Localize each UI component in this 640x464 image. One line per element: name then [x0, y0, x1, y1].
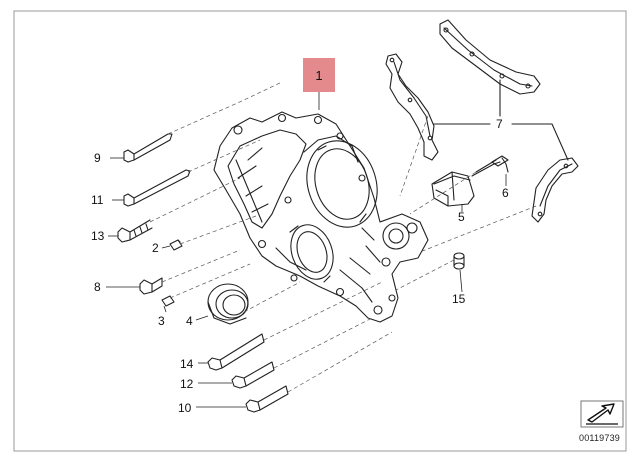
- bolt-14: [207, 333, 265, 371]
- radial-seal: [207, 283, 249, 325]
- callout-8[interactable]: 8: [94, 280, 101, 294]
- bolt-8: [139, 277, 163, 295]
- gasket-set: [385, 19, 579, 223]
- callout-3[interactable]: 3: [158, 314, 165, 328]
- arrow-box-icon[interactable]: [580, 400, 624, 428]
- pin-2: [169, 239, 183, 251]
- callout-11[interactable]: 11: [91, 193, 104, 207]
- callout-9[interactable]: 9: [94, 151, 101, 165]
- callout-4[interactable]: 4: [186, 314, 193, 328]
- callout-6[interactable]: 6: [502, 186, 509, 200]
- bolt-13: [117, 219, 153, 243]
- callout-1-label: 1: [315, 67, 323, 83]
- callout-15[interactable]: 15: [452, 292, 466, 306]
- bolt-6: [471, 155, 509, 177]
- callout-2[interactable]: 2: [152, 241, 159, 255]
- diagram-frame: [13, 10, 627, 452]
- assembly-lines: [149, 81, 537, 393]
- cover-block: [431, 171, 475, 207]
- bolt-11: [123, 169, 191, 207]
- sleeve-15: [453, 252, 465, 270]
- callout-13[interactable]: 13: [91, 229, 105, 243]
- bolt-10: [245, 385, 289, 413]
- callout-10[interactable]: 10: [178, 401, 192, 415]
- catalog-number: 00119739: [579, 433, 620, 443]
- leader-lines: [106, 82, 507, 408]
- bolt-12: [231, 361, 275, 389]
- bolt-9: [123, 133, 173, 163]
- callout-5[interactable]: 5: [458, 210, 465, 224]
- callout-1-highlight[interactable]: 1: [303, 58, 335, 92]
- callout-7[interactable]: 7: [496, 117, 503, 131]
- pin-3: [161, 295, 175, 307]
- callout-14[interactable]: 14: [180, 357, 194, 371]
- timing-cover: [213, 111, 429, 323]
- callout-12[interactable]: 12: [180, 377, 194, 391]
